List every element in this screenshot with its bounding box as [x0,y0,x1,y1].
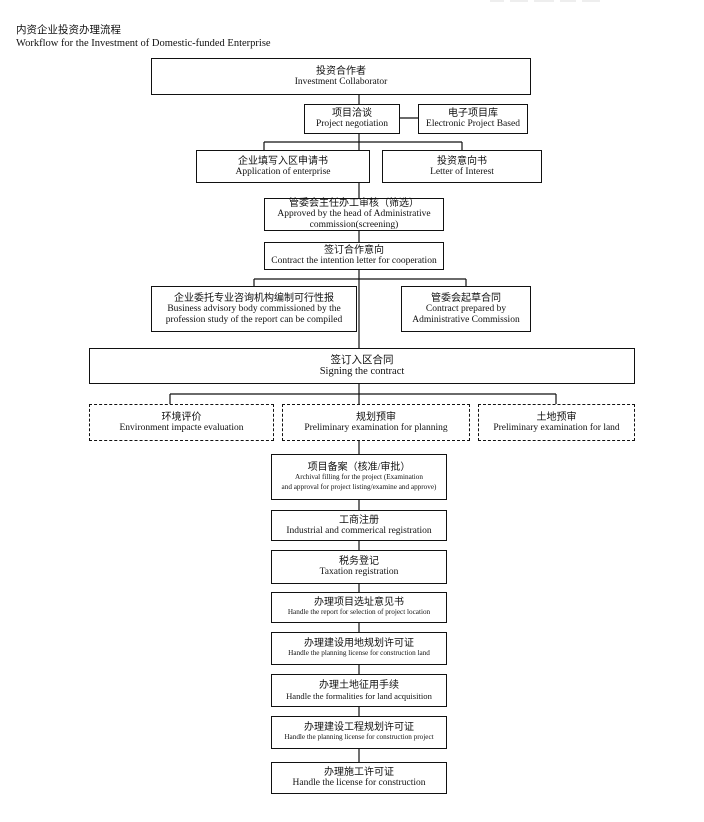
box-label-cn: 办理土地征用手续 [319,679,399,691]
box-label-cn: 办理项目选址意见书 [314,597,404,609]
land-examination-box: 土地预审 Preliminary examination for land [478,404,635,441]
letter-interest-box: 投资意向书 Letter of Interest [382,150,542,183]
box-label-en-line1: Contract prepared by [425,303,507,314]
investment-collaborator-box: 投资合作者 Investment Collaborator [151,58,531,95]
box-label-cn: 投资意向书 [437,155,487,167]
box-label-en-line2: commission(screening) [309,220,399,230]
box-label-en: Project negotiation [315,119,389,129]
location-report-box: 办理项目选址意见书 Handle the report for selectio… [271,592,447,623]
project-negotiation-box: 项目洽谈 Project negotiation [304,104,400,134]
box-label-en-line2: profession study of the report can be co… [165,314,343,325]
box-label-cn: 办理建设工程规划许可证 [304,722,414,734]
box-label-en: Electronic Project Based [426,119,520,129]
project-planning-license-box: 办理建设工程规划许可证 Handle the planning license … [271,716,447,749]
land-acquisition-box: 办理土地征用手续 Handle the formalities for land… [271,674,447,707]
box-label-cn: 办理施工许可证 [324,767,394,778]
contract-prepared-box: 管委会起草合同 Contract prepared by Administrat… [401,286,531,332]
box-label-en: Industrial and commerical registration [286,525,432,536]
box-label-en-line2: and approval for project listing/examine… [281,482,437,491]
diagram-title-cn: 内资企业投资办理流程 [16,25,121,36]
land-planning-license-box: 办理建设用地规划许可证 Handle the planning license … [271,632,447,665]
box-label-cn: 项目洽谈 [332,108,372,119]
box-label-en-line1: Approved by the head of Administrative [277,209,431,219]
box-label-en: Preliminary examination for planning [304,422,448,433]
box-label-en-line1: Business advisory body commissioned by t… [167,303,341,314]
box-label-cn: 规划预审 [356,411,396,423]
box-label-en: Handle the formalities for land acquisit… [286,690,432,701]
electronic-project-box: 电子项目库 Electronic Project Based [418,104,528,134]
box-label-en: Environment impacte evaluation [119,422,244,433]
application-enterprise-box: 企业填写入区申请书 Application of enterprise [196,150,370,183]
box-label-en: Taxation registration [319,567,399,577]
box-label-en: Handle the planning license for construc… [284,733,434,742]
box-label-cn: 投资合作者 [316,65,366,77]
archival-filling-box: 项目备案（核准/审批） Archival filling for the pro… [271,454,447,500]
box-label-en: Signing the contract [319,366,405,377]
box-label-en-line1: Archival filling for the project (Examin… [295,473,423,481]
box-label-cn: 项目备案（核准/审批） [307,462,411,473]
box-label-en: Contract the intention letter for cooper… [271,256,437,266]
planning-examination-box: 规划预审 Preliminary examination for plannin… [282,404,470,441]
diagram-title-en: Workflow for the Investment of Domestic-… [16,38,271,49]
box-label-en: Letter of Interest [430,166,494,177]
box-label-en: Handle the license for construction [292,778,426,788]
box-label-en: Handle the planning license for construc… [288,649,430,658]
box-label-cn: 企业填写入区申请书 [238,155,328,167]
box-label-en-line2: Administrative Commission [412,314,520,325]
feasibility-study-box: 企业委托专业咨询机构编制可行性报 Business advisory body … [151,286,357,332]
construction-license-box: 办理施工许可证 Handle the license for construct… [271,762,447,794]
box-label-cn: 签订入区合同 [330,355,394,366]
box-label-cn: 电子项目库 [448,108,498,119]
intention-letter-box: 签订合作意向 Contract the intention letter for… [264,242,444,270]
taxation-registration-box: 税务登记 Taxation registration [271,550,447,584]
box-label-en: Preliminary examination for land [493,422,620,433]
box-label-en: Investment Collaborator [294,76,388,87]
environment-evaluation-box: 环境评价 Environment impacte evaluation [89,404,274,441]
signing-contract-box: 签订入区合同 Signing the contract [89,348,635,384]
box-label-cn: 管委会主任办工审核（筛选） [289,198,419,209]
box-label-en: Handle the report for selection of proje… [287,608,431,617]
industrial-registration-box: 工商注册 Industrial and commerical registrat… [271,510,447,541]
box-label-cn: 工商注册 [339,514,379,526]
box-label-cn: 企业委托专业咨询机构编制可行性报 [174,292,334,304]
watermark-logo [490,0,600,2]
box-label-cn: 环境评价 [161,411,202,423]
box-label-cn: 管委会起草合同 [431,292,501,304]
box-label-cn: 签订合作意向 [324,245,384,256]
box-label-en: Application of enterprise [235,166,331,177]
box-label-cn: 税务登记 [339,556,379,567]
box-label-cn: 土地预审 [536,411,577,423]
box-label-cn: 办理建设用地规划许可证 [304,638,414,650]
approved-head-box: 管委会主任办工审核（筛选） Approved by the head of Ad… [264,198,444,231]
